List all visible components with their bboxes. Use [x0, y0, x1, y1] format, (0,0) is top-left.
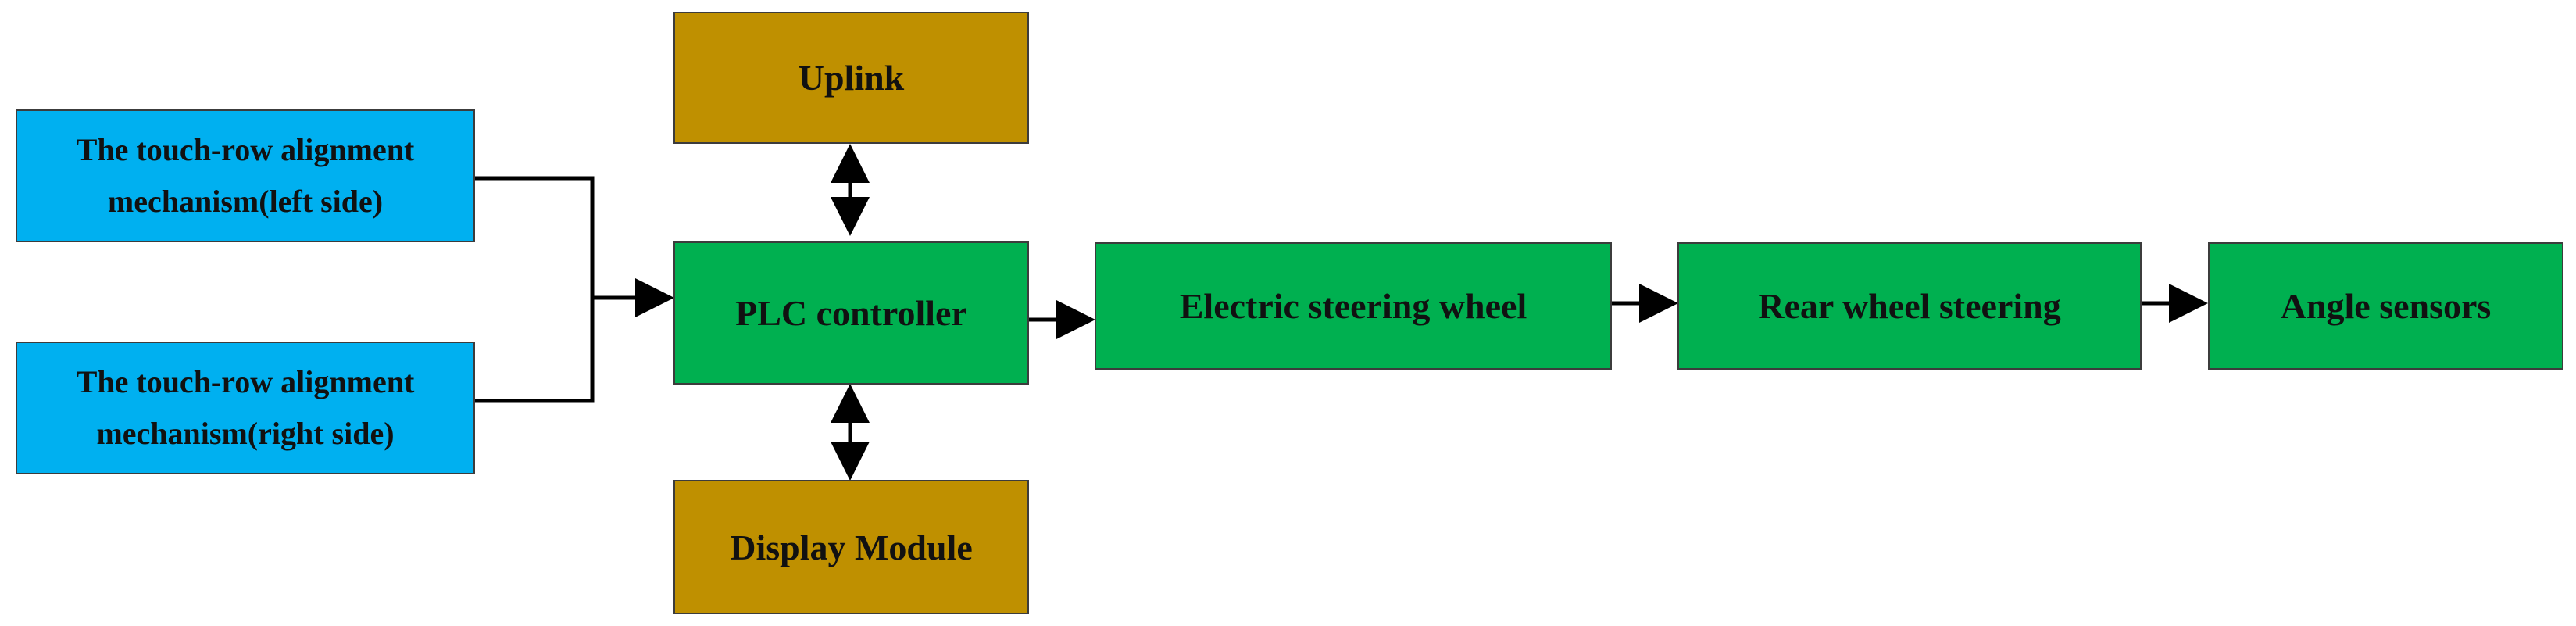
rear-wheel-steering-label: Rear wheel steering — [1758, 286, 2061, 326]
left-mechanism-connector — [474, 176, 595, 298]
left-mechanism-label-line-1: The touch-row alignment — [76, 132, 415, 167]
display-module-box: Display Module — [673, 480, 1029, 614]
right-mechanism-label-line-1: The touch-row alignment — [76, 364, 415, 399]
electric-steering-wheel-label: Electric steering wheel — [1179, 286, 1527, 326]
left-mechanism-box: The touch-row alignment mechanism(left s… — [16, 109, 475, 242]
plc-controller-label: PLC controller — [735, 293, 967, 333]
angle-sensors-label: Angle sensors — [2280, 286, 2492, 326]
plc-controller-box: PLC controller — [673, 241, 1029, 385]
right-mechanism-box: The touch-row alignment mechanism(right … — [16, 342, 475, 474]
uplink-box: Uplink — [673, 12, 1029, 144]
uplink-label: Uplink — [798, 58, 905, 98]
display-module-label: Display Module — [730, 527, 973, 567]
electric-steering-wheel-box: Electric steering wheel — [1095, 242, 1612, 370]
angle-sensors-box: Angle sensors — [2208, 242, 2563, 370]
right-mechanism-label-line-2: mechanism(right side) — [96, 416, 395, 451]
rear-wheel-steering-box: Rear wheel steering — [1677, 242, 2142, 370]
left-mechanism-label-line-2: mechanism(left side) — [107, 184, 384, 219]
right-mechanism-connector — [474, 298, 595, 403]
